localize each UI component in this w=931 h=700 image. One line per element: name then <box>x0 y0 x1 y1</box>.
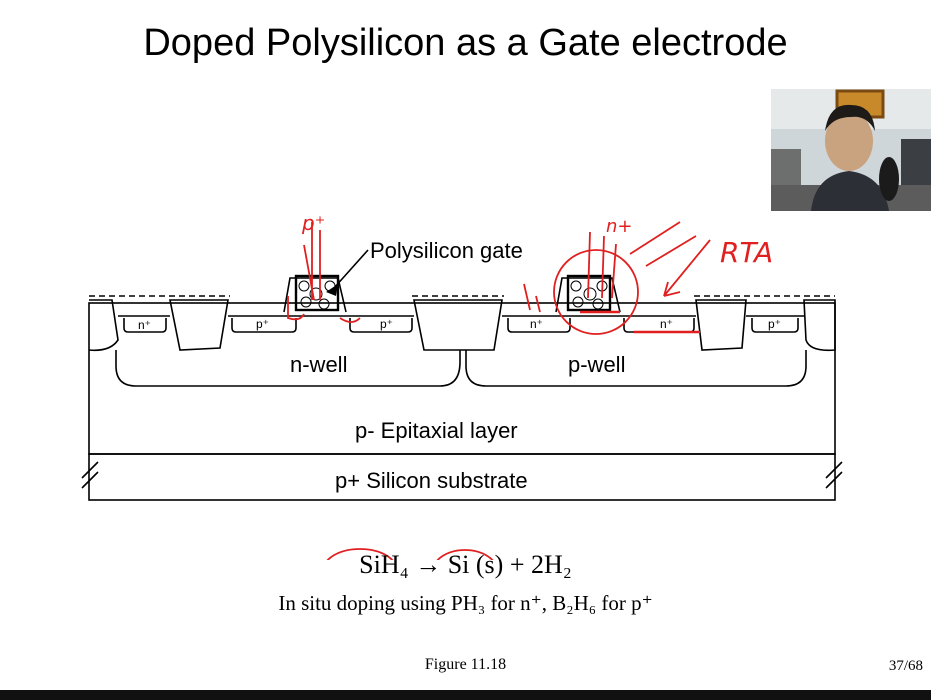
cmos-cross-section: Polysilicon gate n-well p-well p- Epitax… <box>81 211 843 560</box>
polysilicon-gate-label: Polysilicon gate <box>370 238 523 263</box>
annotation-nplus: n+ <box>606 216 633 237</box>
substrate-region <box>88 453 836 501</box>
bottom-bar <box>0 690 931 700</box>
dopant-diborane: B₂H₆ <box>552 591 597 615</box>
gate-spacer-right <box>555 277 621 313</box>
webcam-overlay <box>771 89 931 211</box>
reactant-silane: SiH₄ <box>359 550 409 579</box>
nplus-region-1 <box>123 318 167 333</box>
n-well-label: n-well <box>290 352 347 377</box>
page-number: 37/68 <box>888 658 923 674</box>
pplus-label-2: p⁺ <box>380 317 393 331</box>
reaction-arrow: → <box>415 550 442 579</box>
n-well-outline <box>115 350 461 387</box>
substrate-label: p+ Silicon substrate <box>335 468 528 493</box>
nplus-region-2 <box>507 318 571 333</box>
p-well-outline <box>465 350 807 387</box>
pplus-region-3 <box>751 318 799 333</box>
annotation-pplus: p⁺ <box>301 211 325 235</box>
slide-title: Doped Polysilicon as a Gate electrode <box>143 22 788 64</box>
pplus-label-1: p⁺ <box>256 317 269 331</box>
p-well-label: p-well <box>568 352 625 377</box>
polysilicon-gate-left <box>294 274 340 312</box>
doping-for-n: for n⁺, <box>485 591 553 615</box>
doping-line: In situ doping using PH₃ for n⁺, B₂H₆ fo… <box>0 591 931 616</box>
doping-prefix: In situ doping using <box>278 591 452 615</box>
gate-spacer-left <box>283 277 347 313</box>
red-annotations <box>287 221 711 560</box>
nplus-label-3: n⁺ <box>660 317 673 331</box>
nplus-region-3 <box>623 318 695 333</box>
product-hydrogen: + 2H₂ <box>509 550 572 579</box>
nplus-label-1: n⁺ <box>138 318 151 332</box>
nplus-label-2: n⁺ <box>530 317 543 331</box>
annotation-rta: RTA <box>720 236 773 269</box>
figure-caption: Figure 11.18 <box>424 656 507 673</box>
pplus-region-2 <box>349 318 413 333</box>
dopant-phosphine: PH₃ <box>451 591 486 615</box>
pplus-label-3: p⁺ <box>768 317 781 331</box>
epitaxial-label: p- Epitaxial layer <box>355 418 518 443</box>
reaction-equation: SiH₄ → Si (s) + 2H₂ <box>0 550 931 580</box>
product-silicon: Si (s) <box>447 550 504 579</box>
pplus-region-1 <box>231 318 297 333</box>
doping-for-p: for p⁺ <box>596 591 653 615</box>
